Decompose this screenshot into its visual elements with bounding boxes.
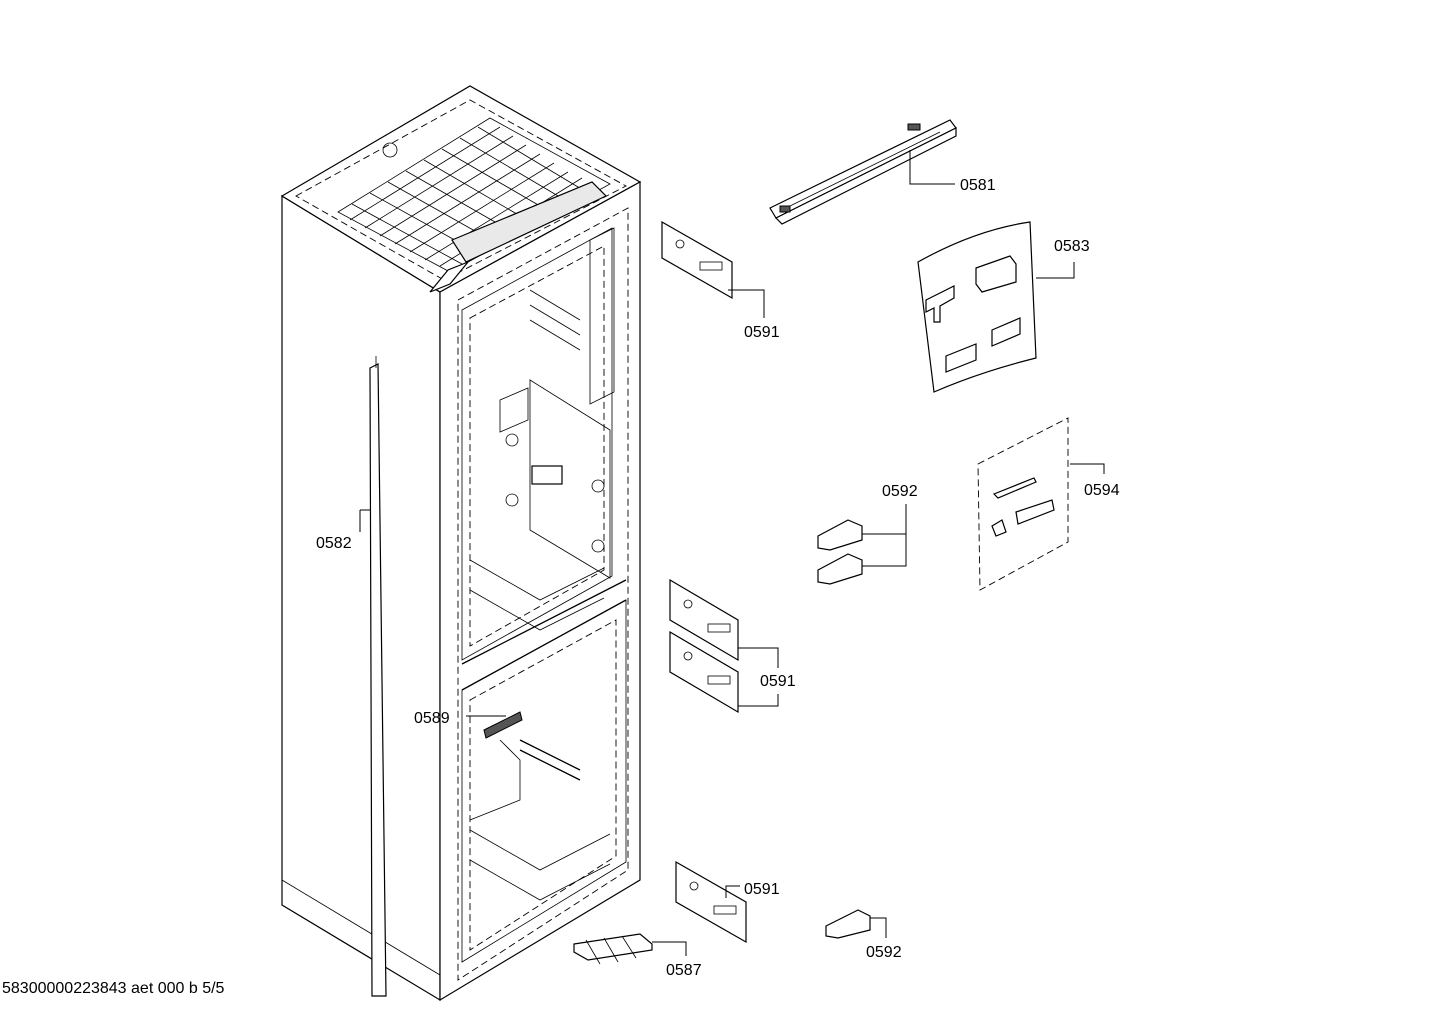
part-0591-bracket-top [661, 220, 765, 318]
label-0581: 0581 [960, 177, 996, 194]
part-0594-kit [977, 417, 1105, 591]
label-0589: 0589 [414, 710, 450, 727]
label-0594: 0594 [1084, 482, 1120, 499]
label-0591-mid: 0591 [760, 673, 796, 690]
part-0587-holder [573, 933, 687, 965]
label-0591-top: 0591 [744, 324, 780, 341]
part-0591-bracket-mid-2 [669, 630, 779, 714]
part-0581-rail [769, 119, 957, 225]
drawing-code: 58300000223843 aet 000 b 5/5 [2, 980, 225, 997]
part-0592-handle-low [825, 909, 887, 939]
part-0589-clip [466, 711, 523, 739]
top-vent-grid [337, 117, 611, 273]
part-0592-handles-mid [817, 504, 907, 585]
label-0592-mid: 0592 [882, 483, 918, 500]
label-0583: 0583 [1054, 238, 1090, 255]
label-0591-low: 0591 [744, 881, 780, 898]
label-0587: 0587 [666, 962, 702, 979]
part-0591-bracket-low [675, 860, 747, 944]
part-0591-bracket-mid-1 [669, 578, 779, 668]
fridge-cabinet [280, 85, 642, 1002]
label-0592-low: 0592 [866, 944, 902, 961]
label-0582: 0582 [316, 535, 352, 552]
part-0582-side-strip [359, 356, 387, 997]
part-0583-label-sheet [917, 221, 1075, 393]
